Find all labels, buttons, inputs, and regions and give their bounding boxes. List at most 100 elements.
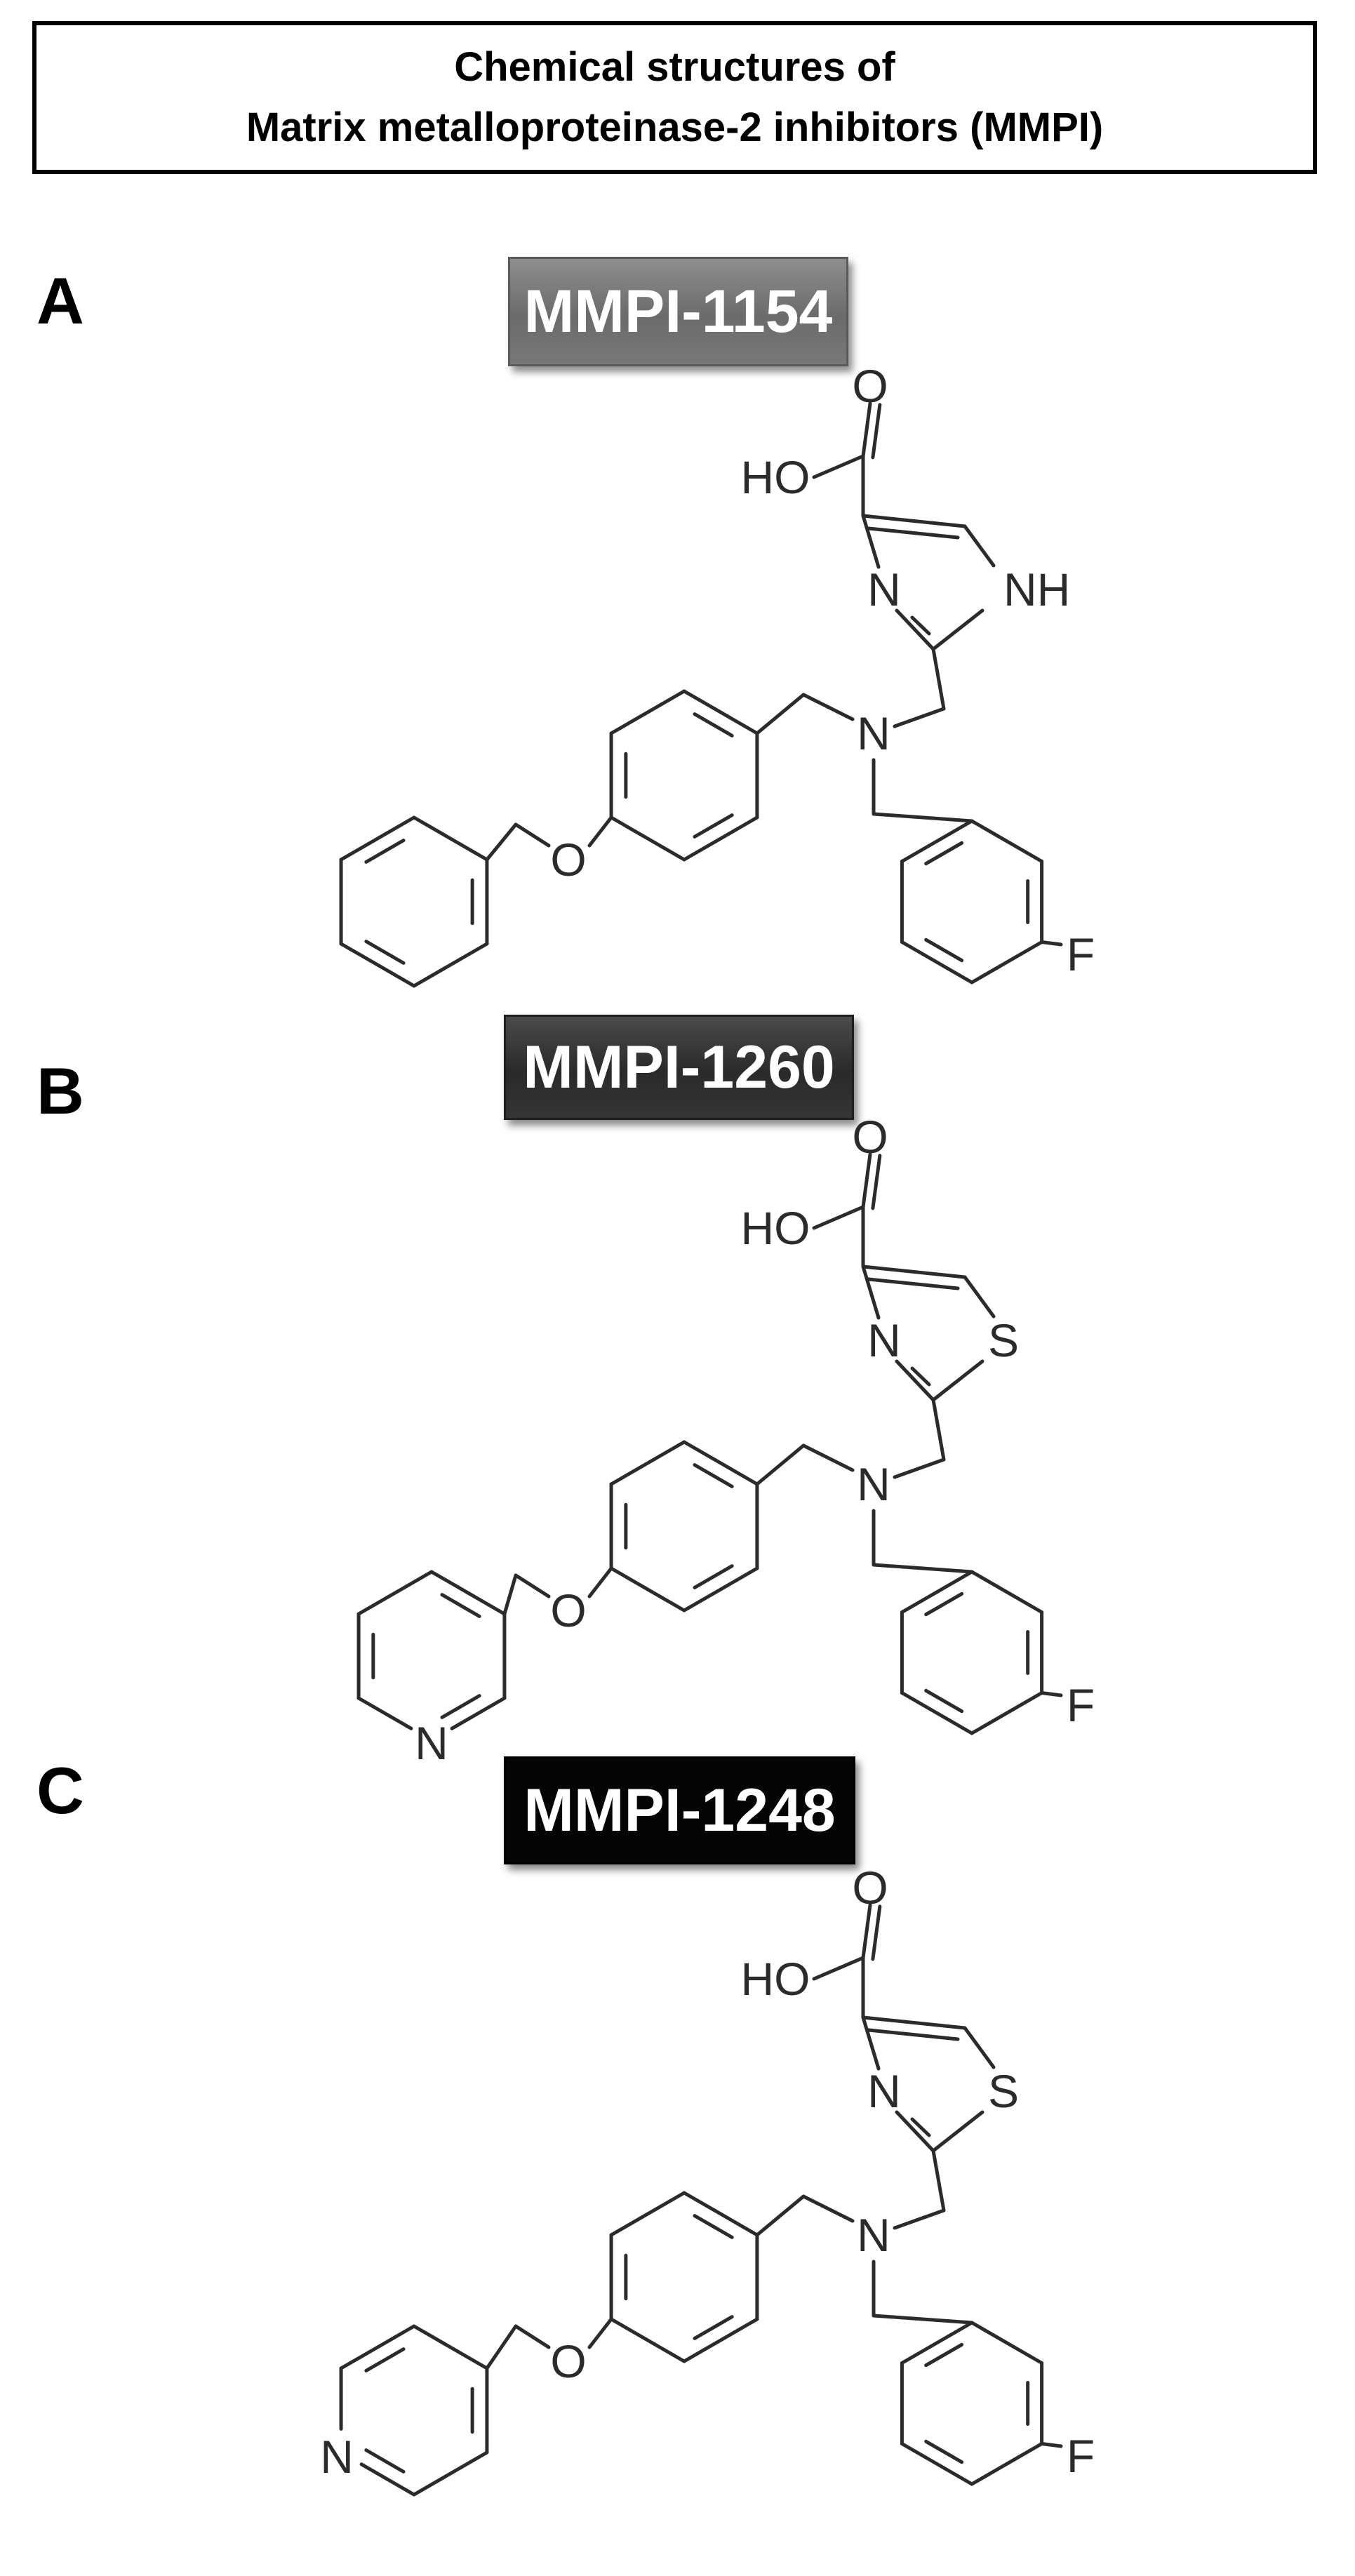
phenyl-ring-double-bond	[693, 1463, 734, 1488]
panel-letter-a: A	[36, 264, 84, 338]
methylene-bond	[485, 822, 518, 862]
fluorophenyl-ring-double-bond	[924, 2342, 964, 2368]
fluorophenyl-ring-bond	[970, 1570, 1044, 1614]
pyridine-nitrogen-label: N	[320, 2431, 354, 2483]
fluorophenyl-ring-double-bond	[924, 1688, 964, 1714]
ring5-bond	[861, 514, 967, 528]
amine-nitrogen-label: N	[857, 1458, 890, 1510]
methylene-bond	[801, 1443, 855, 1472]
ring5-double-bond	[910, 615, 931, 636]
methylene-bond	[755, 2194, 806, 2237]
fluorophenyl-ring-bond	[970, 2321, 1044, 2365]
ring5-bond	[861, 2015, 967, 2030]
oxo-atom-label: O	[852, 1111, 888, 1163]
ether-bond	[514, 2324, 551, 2349]
pyridine-ring-bond	[450, 1696, 507, 1730]
ring5-bond	[931, 608, 984, 651]
fluorophenyl-ring-double-bond	[924, 841, 964, 866]
phenyl-ring-bond	[682, 1566, 759, 1613]
methylene-bond	[931, 1398, 946, 1462]
phenyl-ring-double-bond	[693, 813, 734, 839]
ring-nh-label: NH	[1003, 563, 1070, 615]
ring5-bond	[963, 2026, 996, 2069]
ether-oxygen-label: O	[550, 2335, 586, 2387]
carbonyl-bond	[861, 1903, 872, 1960]
fluorine-bond	[1040, 1691, 1063, 1697]
benzene-ring-bond	[412, 815, 489, 862]
methylene-bond	[801, 2194, 855, 2223]
fluorophenyl-ring-bond	[970, 2442, 1044, 2486]
hydroxyl-bond	[812, 1205, 865, 1230]
benzene-ring-bond	[339, 942, 416, 988]
fluorophenyl-ring-bond	[970, 819, 1044, 863]
ring5-double-bond	[910, 2117, 931, 2137]
fluorophenyl-ring-double-bond	[924, 937, 964, 963]
phenyl-ring-bond	[609, 2191, 686, 2237]
ring5-bond	[895, 2110, 935, 2153]
ring5-bond	[963, 1275, 996, 1319]
methylene-bond	[872, 2314, 974, 2325]
carbonyl-bond	[871, 1904, 882, 1961]
methylene-bond	[485, 2324, 518, 2370]
methylene-bond	[801, 693, 855, 721]
phenyl-ring-bond	[609, 2317, 686, 2363]
hydroxyl-atom-label: HO	[741, 1202, 810, 1254]
methylene-bond	[755, 1443, 806, 1486]
amine-nitrogen-label: N	[857, 707, 890, 759]
pyridine-ring-bond	[339, 2324, 416, 2370]
phenyl-ring-bond	[682, 2317, 759, 2363]
amine-nitrogen-label: N	[857, 2209, 890, 2261]
phenyl-ring-bond	[609, 1566, 686, 1613]
phenyl-ring-double-bond	[693, 1564, 734, 1589]
fluorophenyl-ring-bond	[900, 1691, 974, 1735]
methylene-bond	[502, 1573, 518, 1616]
ring5-bond	[963, 524, 996, 568]
title-line-2: Matrix metalloproteinase-2 inhibitors (M…	[246, 105, 1104, 150]
carbonyl-bond	[871, 403, 882, 460]
fluorophenyl-ring-bond	[900, 819, 974, 863]
ether-bond	[514, 822, 551, 848]
compound-badge-mmpi-1154: MMPI-1154	[508, 257, 848, 366]
benzene-ring-bond	[339, 815, 416, 862]
pyridine-double-bond	[440, 1694, 481, 1719]
compound-badge-mmpi-1260: MMPI-1260	[504, 1015, 854, 1120]
hydroxyl-atom-label: HO	[741, 1953, 810, 2005]
ether-oxygen-label: O	[550, 1584, 586, 1636]
fluorophenyl-ring-double-bond	[924, 2439, 964, 2464]
methylene-bond	[931, 2149, 946, 2213]
hydroxyl-bond	[812, 1956, 865, 1981]
methylene-bond	[893, 707, 946, 728]
fluorine-bond	[1040, 940, 1063, 947]
benzene-ring-double-bond	[364, 839, 406, 864]
ring5-bond	[931, 2110, 984, 2153]
ring5-bond	[861, 2015, 881, 2071]
panel-letter-b: B	[36, 1054, 84, 1128]
fluorine-label: F	[1067, 1679, 1095, 1731]
ring5-double-bond	[867, 526, 960, 540]
fluorine-label: F	[1067, 928, 1095, 980]
ether-bond	[514, 1573, 551, 1599]
oxo-atom-label: O	[852, 1862, 888, 1914]
carbonyl-bond	[861, 401, 872, 458]
ring-sulfur-label: S	[988, 1314, 1019, 1366]
methylene-bond	[931, 647, 946, 711]
fluorophenyl-ring-bond	[900, 940, 974, 985]
ether-bond	[587, 815, 613, 848]
hydroxyl-bond	[812, 454, 865, 479]
pyridine-nitrogen-label: N	[415, 1717, 448, 1769]
compound-badge-mmpi-1248: MMPI-1248	[504, 1756, 855, 1864]
phenyl-ring-bond	[609, 689, 686, 735]
methylene-bond	[893, 2208, 946, 2230]
methylene-bond	[872, 812, 974, 823]
fluorophenyl-ring-double-bond	[924, 1591, 964, 1617]
carbonyl-bond	[861, 1152, 872, 1209]
phenyl-ring-bond	[609, 1440, 686, 1486]
title-box: Chemical structures of Matrix metallopro…	[32, 21, 1317, 174]
ether-bond	[587, 1566, 613, 1599]
ring-sulfur-label: S	[988, 2065, 1019, 2117]
ring5-bond	[931, 1359, 984, 1402]
methylene-bond	[755, 693, 806, 735]
carbonyl-bond	[871, 1154, 882, 1210]
